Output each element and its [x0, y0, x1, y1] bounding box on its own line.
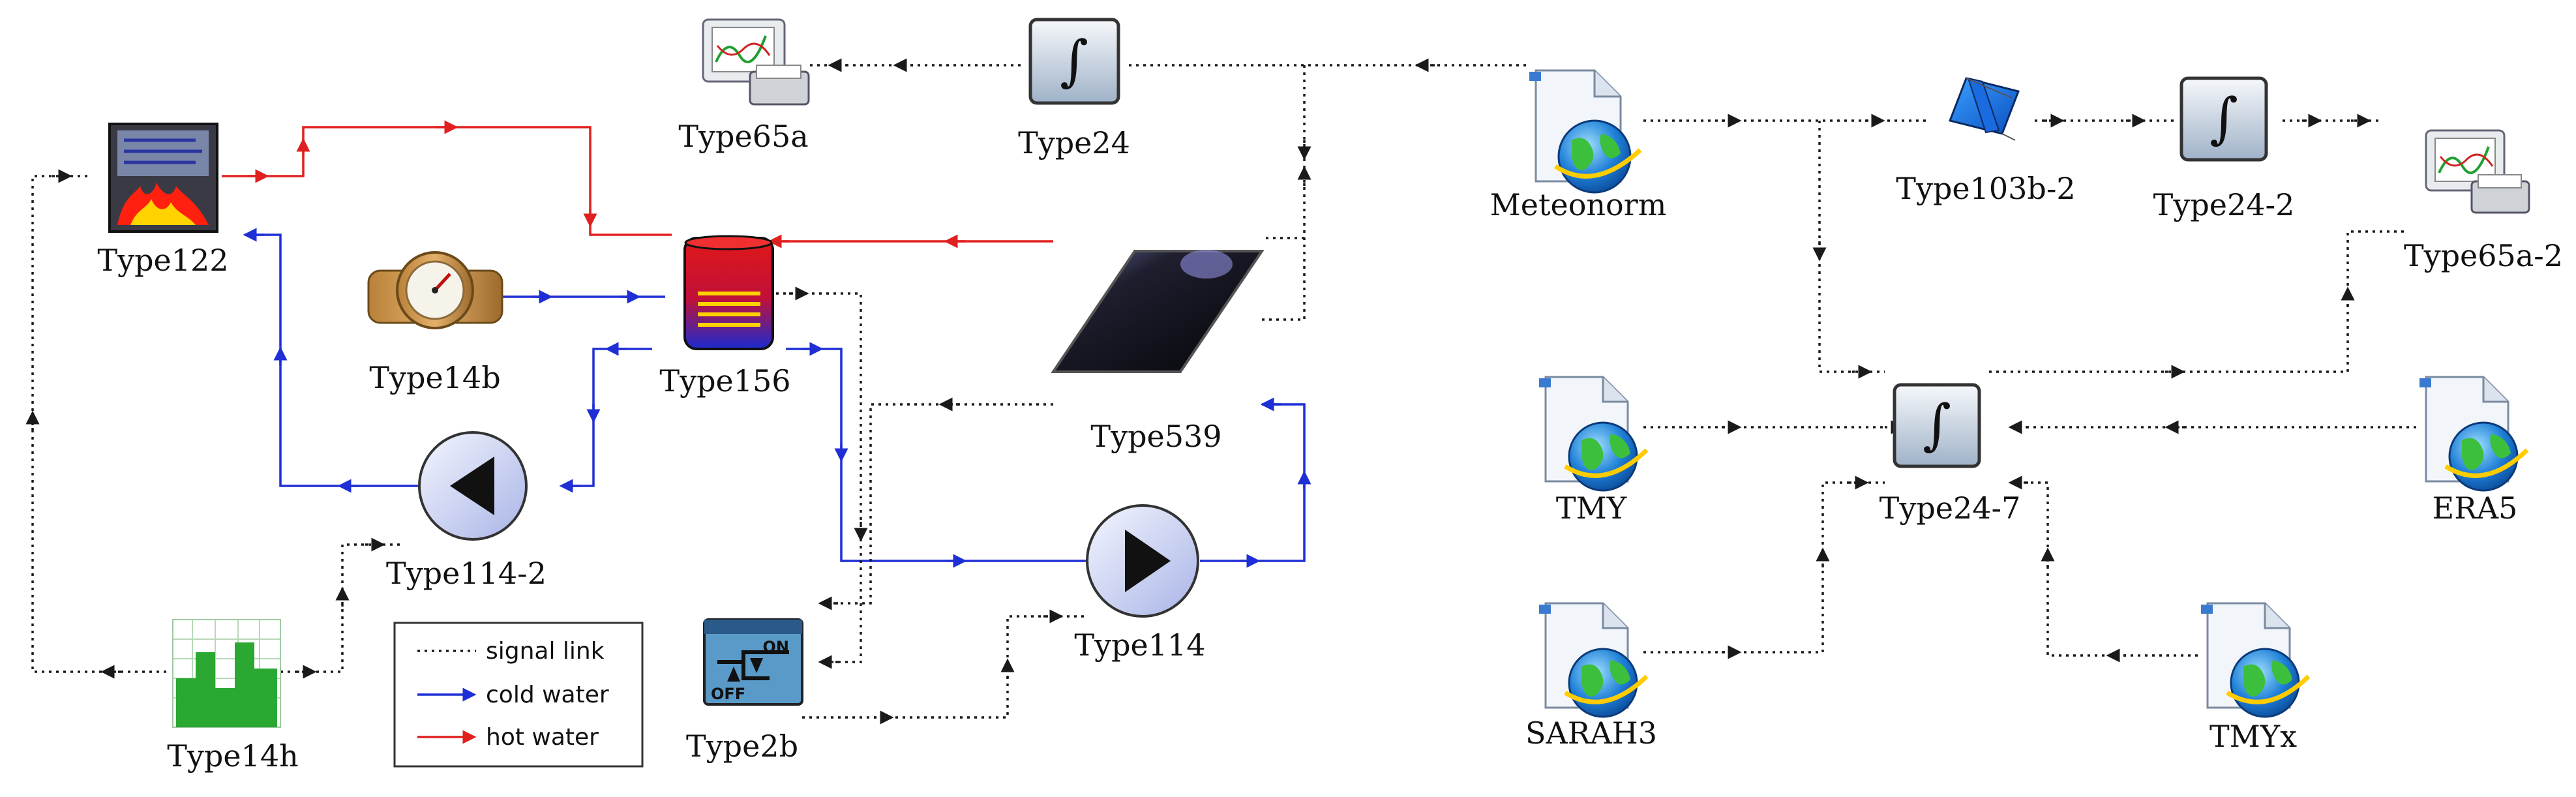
sarah3-weather[interactable]: SARAH3 [1525, 602, 1657, 751]
type24-label: Type24 [1018, 125, 1130, 160]
type24-7-integrator[interactable]: ∫ Type24-7 [1880, 383, 2021, 526]
weather-file-globe-icon [1529, 69, 1642, 194]
type2b-label: Type2b [686, 729, 798, 764]
type122-label: Type122 [97, 243, 228, 278]
integral-icon-2: ∫ [2179, 76, 2268, 162]
type114-pump[interactable]: Type114 [1074, 504, 1206, 663]
bar-chart-icon [172, 619, 281, 728]
type24-2-label: Type24-2 [2153, 187, 2295, 222]
pump-right-icon [1086, 504, 1199, 618]
legend-hot-label: hot water [486, 724, 599, 751]
tmy-label: TMY [1556, 490, 1627, 526]
type65a-2-label: Type65a-2 [2404, 238, 2563, 273]
type14b-meter[interactable]: Type14b [367, 251, 503, 395]
sig-tmyx-to-type24-7[interactable] [2015, 481, 2198, 657]
hot-link-boiler-to-tank[interactable] [222, 126, 672, 236]
signal-links [25, 58, 2416, 725]
type103b-2-pv[interactable]: Type103b-2 [1896, 77, 2076, 206]
sig-meteonorm-to-type539[interactable] [1262, 65, 1306, 321]
sig-meteonorm-to-type24-7[interactable] [1818, 121, 1885, 373]
cold-link-tank-to-pump2[interactable] [561, 348, 652, 487]
type114-2-pump[interactable]: Type114-2 [386, 431, 547, 591]
type539-label: Type539 [1090, 419, 1221, 454]
pv-panel-icon [1948, 77, 2020, 141]
integral-icon-7: ∫ [1893, 383, 1981, 468]
type14b-label: Type14b [369, 360, 500, 395]
sig-type539-to-type2b[interactable] [822, 403, 1053, 605]
era5-label: ERA5 [2433, 490, 2518, 526]
svg-text:OFF: OFF [711, 685, 745, 703]
type24-integrator[interactable]: ∫ Type24 [1018, 18, 1130, 160]
weather-file-globe-icon-sarah3 [1539, 602, 1649, 718]
sarah3-label: SARAH3 [1525, 715, 1657, 751]
type65a-label: Type65a [678, 119, 808, 154]
sig-type2b-to-type114[interactable] [802, 615, 1086, 719]
meteonorm-label: Meteonorm [1490, 187, 1667, 222]
solar-collector-icon [1051, 250, 1265, 373]
type24-2-integrator[interactable]: ∫ Type24-2 [2153, 76, 2295, 222]
type65a-2-printer[interactable]: Type65a-2 [2404, 129, 2563, 273]
type539-collector[interactable]: Type539 [1051, 250, 1265, 454]
weather-file-globe-icon-era5 [2419, 376, 2529, 492]
sig-type24-7-to-type65a-2[interactable] [1989, 230, 2406, 373]
weather-file-globe-icon-tmyx [2201, 602, 2311, 718]
type14h-label: Type14h [167, 738, 299, 774]
boiler-icon [108, 123, 218, 233]
integral-icon: ∫ [1028, 18, 1120, 105]
legend-cold-label: cold water [486, 682, 609, 708]
tmyx-label: TMYx [2209, 719, 2297, 754]
svg-text:∫: ∫ [1923, 393, 1951, 457]
water-meter-icon [367, 251, 503, 329]
type122-boiler[interactable]: Type122 [97, 123, 229, 278]
on-off-controller-icon: ON OFF [703, 618, 803, 706]
printer-monitor-icon [702, 18, 810, 106]
type2b-controller[interactable]: ON OFF Type2b [686, 618, 803, 764]
type156-label: Type156 [659, 363, 790, 398]
type14h-forcing[interactable]: Type14h [167, 619, 299, 774]
cold-water-links [243, 228, 1311, 568]
svg-text:∫: ∫ [2209, 86, 2238, 150]
type156-tank[interactable]: Type156 [659, 235, 791, 398]
cold-link-tank-to-pump[interactable] [786, 348, 1086, 562]
type24-7-label: Type24-7 [1880, 490, 2021, 526]
svg-text:∫: ∫ [1060, 29, 1088, 93]
meteonorm-weather[interactable]: Meteonorm [1490, 69, 1667, 222]
weather-file-globe-icon-tmy [1539, 376, 1649, 492]
storage-tank-icon [683, 235, 774, 350]
sig-sarah3-to-type24-7[interactable] [1643, 481, 1885, 654]
era5-weather[interactable]: ERA5 [2419, 376, 2529, 526]
type65a-printer[interactable]: Type65a [678, 18, 810, 154]
tmy-weather[interactable]: TMY [1539, 376, 1649, 526]
hot-water-links [222, 120, 1053, 248]
tmyx-weather[interactable]: TMYx [2201, 602, 2311, 754]
type114-2-label: Type114-2 [386, 556, 547, 591]
legend: signal link cold water hot water [393, 622, 644, 768]
pump-left-icon [418, 431, 528, 541]
type114-label: Type114 [1074, 627, 1205, 663]
legend-signal-label: signal link [486, 638, 605, 665]
type103b-2-label: Type103b-2 [1896, 171, 2075, 206]
printer-monitor-icon-2 [2425, 129, 2530, 214]
